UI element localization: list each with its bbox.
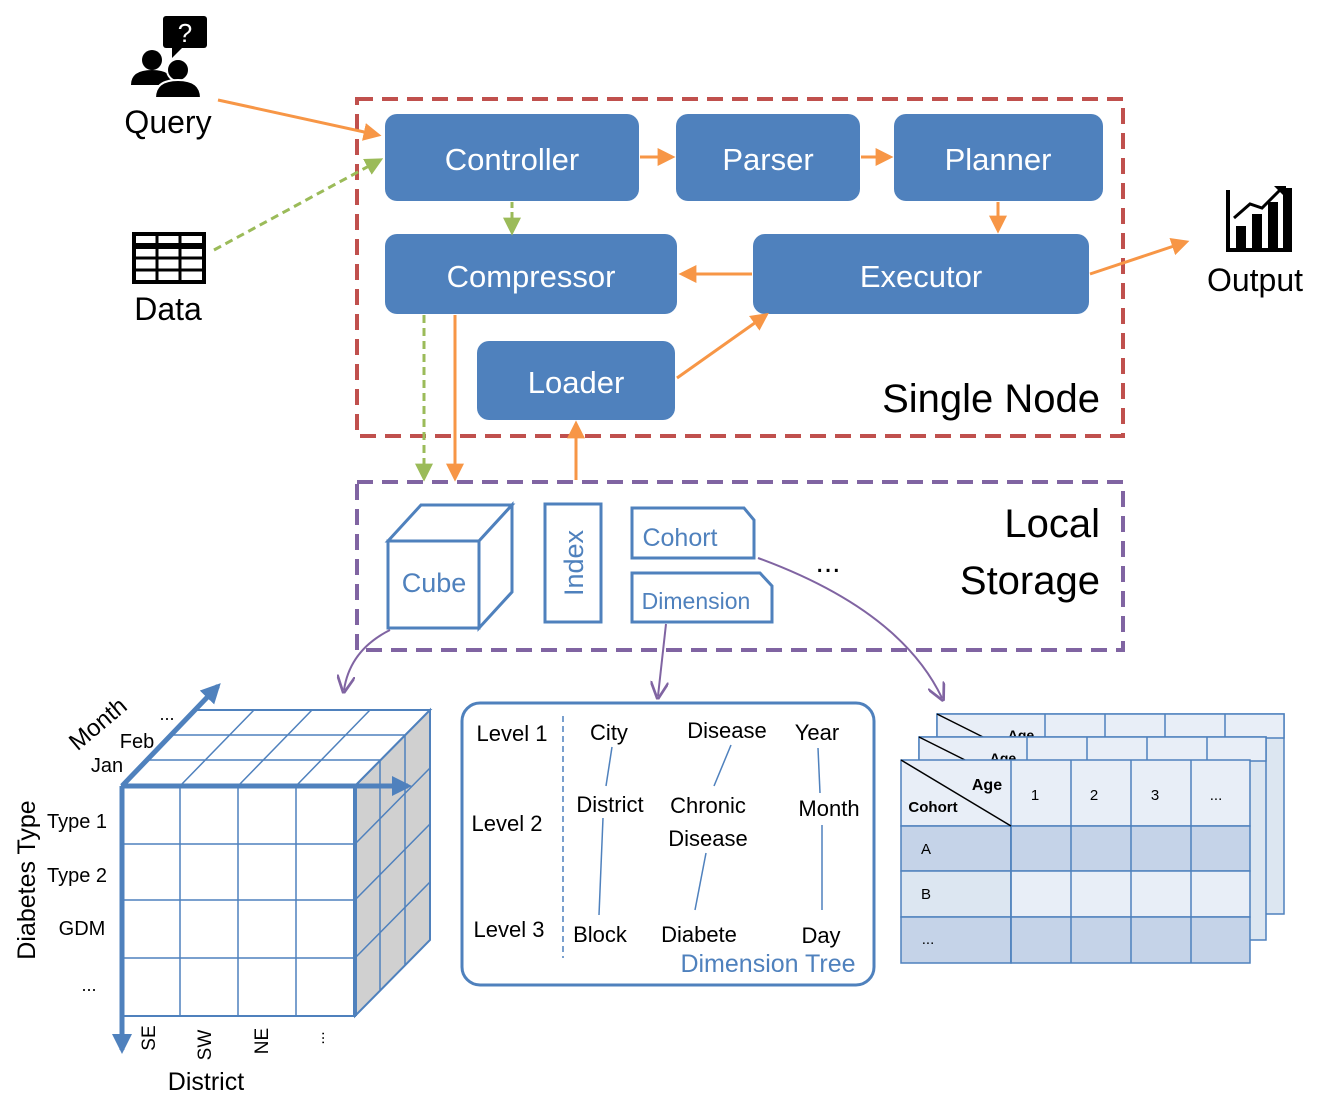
query-icon: ? <box>131 16 207 99</box>
tree-diabete: Diabete <box>661 922 737 947</box>
cube-storage-item[interactable]: Cube <box>384 501 516 632</box>
dimension-tree-panel <box>460 701 876 987</box>
loader-box[interactable]: Loader <box>477 341 675 420</box>
cohort-col-4: ... <box>1210 787 1223 804</box>
cube-z-label-3: ... <box>159 704 174 724</box>
planner-label: Planner <box>945 142 1052 177</box>
local-storage-label-line2: Storage <box>960 559 1100 603</box>
parser-box[interactable]: Parser <box>676 114 860 201</box>
single-node-label: Single Node <box>882 377 1100 421</box>
local-storage-boundary <box>355 480 1125 652</box>
tree-city: City <box>590 720 628 745</box>
executor-label: Executor <box>860 259 982 294</box>
controller-label: Controller <box>445 142 579 177</box>
cohort-storage-label: Cohort <box>642 524 717 552</box>
level-2-label: Level 2 <box>472 811 543 836</box>
cube-y-label-4: ... <box>81 975 96 995</box>
tree-block: Block <box>573 922 628 947</box>
loader-label: Loader <box>528 365 625 400</box>
cohort-row-more: ... <box>922 931 935 948</box>
cohort-row-a: A <box>921 841 931 858</box>
query-bubble-mark: ? <box>178 18 192 48</box>
cube-x-label-3: NE <box>252 1028 273 1054</box>
cube-y-title: Diabetes Type <box>13 800 41 959</box>
cohort-storage-item[interactable]: Cohort <box>630 506 756 560</box>
parser-label: Parser <box>722 142 813 177</box>
cohort-corner-cohort: Cohort <box>908 799 957 816</box>
cohort-col-1: 1 <box>1031 787 1039 804</box>
data-to-controller-arrow <box>213 158 384 252</box>
query-label: Query <box>124 104 211 140</box>
bar-chart-icon <box>1226 186 1292 252</box>
tree-chronic: Chronic <box>670 793 746 818</box>
tree-month: Month <box>798 796 859 821</box>
cohort-detail-arrow <box>757 557 942 698</box>
tree-chronic-disease: Disease <box>668 826 747 851</box>
compressor-box[interactable]: Compressor <box>385 234 677 314</box>
index-storage-label: Index <box>559 529 589 596</box>
cube-y-label-1: Type 1 <box>47 811 107 833</box>
level-1-label: Level 1 <box>477 721 548 746</box>
dimension-tree-title: Dimension Tree <box>680 950 855 978</box>
data-table-icon <box>132 232 206 284</box>
level-3-label: Level 3 <box>474 917 545 942</box>
cube-x-label-2: SW <box>195 1030 216 1061</box>
cohort-row-b: B <box>921 886 931 903</box>
local-storage-label-line1: Local <box>1004 502 1100 546</box>
cube-z-label-2: Feb <box>120 731 154 753</box>
cube-y-label-2: Type 2 <box>47 865 107 887</box>
single-node-boundary <box>355 97 1125 438</box>
compressor-label: Compressor <box>447 259 616 294</box>
data-cube <box>112 683 433 1054</box>
z-axis-arrow <box>120 683 221 788</box>
cube-x-title: District <box>168 1068 244 1096</box>
cube-y-label-3: GDM <box>59 918 106 940</box>
cohort-table-front <box>900 759 1251 964</box>
executor-to-output-arrow <box>1089 238 1190 276</box>
controller-box[interactable]: Controller <box>385 114 639 201</box>
dimension-storage-label: Dimension <box>642 588 751 614</box>
cube-x-label-4: ... <box>311 1031 328 1044</box>
tree-day: Day <box>801 923 840 948</box>
index-storage-item[interactable]: Index <box>543 502 603 624</box>
tree-district: District <box>576 792 643 817</box>
cohort-col-3: 3 <box>1151 787 1159 804</box>
cohort-col-2: 2 <box>1090 787 1098 804</box>
query-to-controller-arrow <box>217 98 382 141</box>
tree-edges <box>598 744 823 916</box>
more-storage-label: ... <box>815 546 840 579</box>
loader-to-executor-arrow <box>676 312 769 380</box>
dimension-detail-arrow <box>658 623 666 696</box>
dimension-storage-item[interactable]: Dimension <box>630 571 774 624</box>
planner-box[interactable]: Planner <box>894 114 1103 201</box>
cube-x-label-1: SE <box>139 1025 160 1050</box>
cube-storage-label: Cube <box>402 568 467 598</box>
tree-year: Year <box>795 720 839 745</box>
tree-disease: Disease <box>687 718 766 743</box>
cube-z-label-1: Jan <box>91 755 123 777</box>
executor-box[interactable]: Executor <box>753 234 1089 314</box>
cohort-corner-age: Age <box>972 777 1002 794</box>
output-label: Output <box>1207 262 1303 298</box>
data-label: Data <box>134 291 202 327</box>
cube-detail-arrow <box>344 629 391 690</box>
